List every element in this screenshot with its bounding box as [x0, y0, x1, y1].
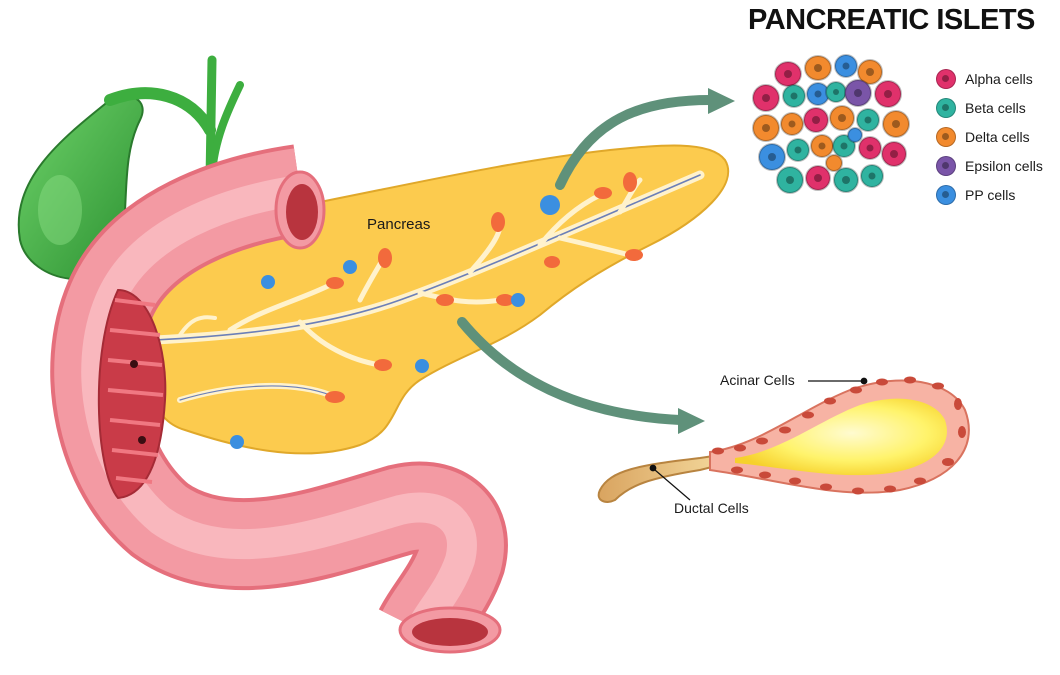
- alpha-cell-icon: [936, 68, 956, 89]
- pp-cell-icon: [936, 184, 956, 205]
- pancreas-label: Pancreas: [367, 216, 431, 233]
- duodenum: [50, 144, 508, 654]
- legend-label: Epsilon cells: [965, 157, 1043, 174]
- legend-item-alpha: Alpha cells: [936, 64, 1043, 93]
- leader-lines: [649, 377, 868, 501]
- islets: [230, 195, 560, 449]
- epsilon-cell-icon: [936, 155, 956, 176]
- acinar-tips: [325, 172, 643, 403]
- legend-label: Beta cells: [965, 99, 1026, 116]
- legend-label: PP cells: [965, 186, 1016, 203]
- pancreatic-duct: [150, 170, 705, 403]
- legend-item-beta: Beta cells: [936, 93, 1043, 122]
- legend-item-pp: PP cells: [936, 180, 1043, 209]
- beta-cell-icon: [936, 97, 956, 118]
- ductal-cells-label: Ductal Cells: [674, 500, 749, 516]
- legend-label: Delta cells: [965, 128, 1030, 145]
- legend-label: Alpha cells: [965, 70, 1033, 87]
- arrow-to-islets: [555, 88, 735, 190]
- legend-item-delta: Delta cells: [936, 122, 1043, 151]
- legend-item-epsilon: Epsilon cells: [936, 151, 1043, 180]
- delta-cell-icon: [936, 126, 956, 147]
- acinar-cells-label: Acinar Cells: [720, 372, 795, 388]
- islet-cluster: [752, 54, 910, 194]
- arrow-to-acinus: [457, 317, 705, 434]
- cell-type-legend: Alpha cells Beta cells Delta cells Epsil…: [936, 64, 1043, 209]
- diagram-title: PANCREATIC ISLETS: [748, 4, 1035, 36]
- acinus: [597, 376, 970, 503]
